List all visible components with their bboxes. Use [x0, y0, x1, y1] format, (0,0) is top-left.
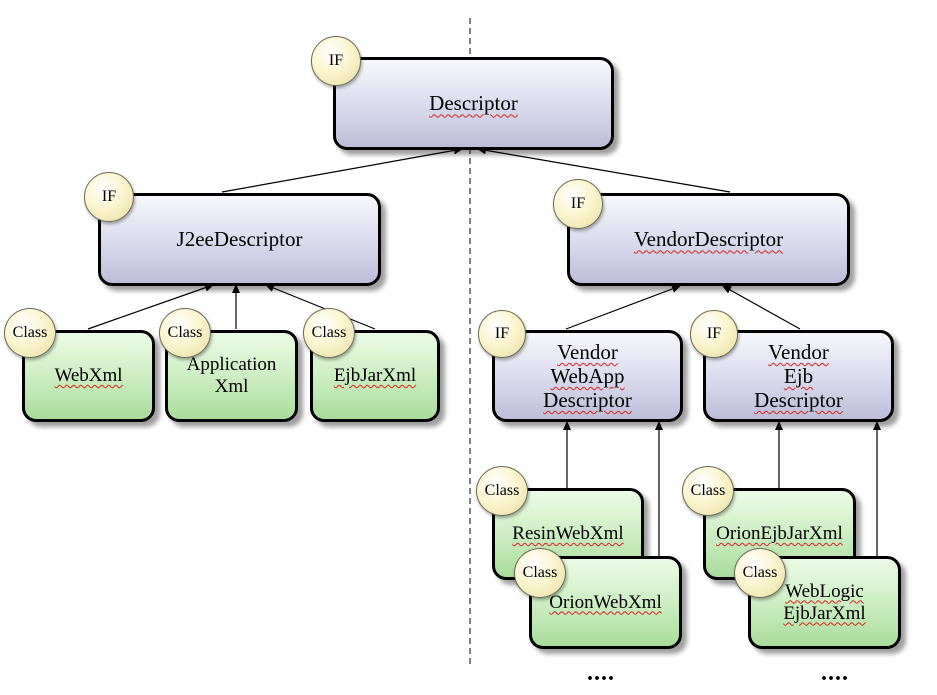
weblogic-ejbjarxml-node: WebLogic EjbJarXml [748, 556, 901, 649]
arrow-j2ee-to-descriptor [221, 146, 463, 193]
resin-webxml-label: ResinWebXml [512, 523, 624, 545]
descriptor-label: Descriptor [429, 91, 518, 116]
interface-badge: IF [553, 179, 603, 229]
interface-badge: IF [478, 310, 526, 358]
webxml-label: WebXml [54, 365, 123, 387]
interface-badge: IF [690, 310, 738, 358]
descriptor-node: Descriptor [333, 57, 614, 150]
ellipsis-ejb: .... [821, 660, 849, 686]
class-badge: Class [514, 548, 566, 598]
ejbjarxml-label: EjbJarXml [333, 365, 417, 387]
class-badge: Class [303, 308, 355, 358]
vendor-webapp-descriptor-node: Vendor WebApp Descriptor [492, 330, 683, 422]
vendor-descriptor-label: VendorDescriptor [633, 227, 784, 252]
orion-ejbjarxml-label: OrionEjbJarXml [716, 523, 843, 545]
weblogic-ejbjarxml-label: WebLogic EjbJarXml [783, 580, 866, 624]
orion-webxml-label: OrionWebXml [549, 591, 662, 613]
application-xml-node: Application Xml [165, 330, 298, 422]
arrow-webxml-to-j2ee [87, 283, 214, 330]
class-badge: Class [734, 548, 786, 598]
j2ee-descriptor-label: J2eeDescriptor [176, 227, 303, 252]
class-badge: Class [476, 466, 528, 516]
class-badge: Class [4, 308, 56, 358]
j2ee-descriptor-node: J2eeDescriptor [98, 193, 381, 286]
arrow-vwebapp-to-vendor [565, 285, 681, 330]
ellipsis-webapp: .... [587, 660, 615, 686]
arrow-vejb-to-vendor [722, 285, 801, 330]
vendor-descriptor-node: VendorDescriptor [567, 193, 850, 286]
vendor-webapp-descriptor-label: Vendor WebApp Descriptor [543, 339, 632, 413]
arrow-ejbjarxml-to-j2ee [265, 284, 376, 330]
vendor-ejb-descriptor-label: Vendor Ejb Descriptor [754, 339, 843, 413]
class-badge: Class [159, 308, 211, 358]
interface-badge: IF [84, 172, 134, 222]
application-xml-label: Application Xml [186, 354, 277, 397]
arrow-vendor-to-descriptor [477, 146, 731, 193]
interface-badge: IF [311, 36, 361, 86]
class-badge: Class [682, 466, 734, 516]
